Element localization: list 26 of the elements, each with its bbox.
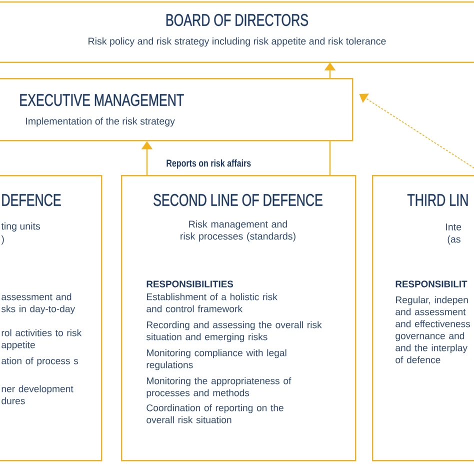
- heading: DEFENCE: [2, 194, 61, 206]
- bullet-text: ner development dures: [2, 385, 74, 404]
- arrow: [359, 94, 474, 170]
- bullet-text: ation of process s: [2, 357, 78, 366]
- bullet-text: Monitoring compliance with legal regulations: [146, 349, 286, 370]
- bullet-text: Coordination of reporting on the overall risk situation: [146, 404, 284, 424]
- description: Implementation of the risk strategy: [26, 117, 175, 127]
- bullet-text: rol activities to risk appetite: [2, 329, 82, 350]
- description: ): [1, 235, 4, 245]
- section-heading: RESPONSIBILITIES: [146, 280, 234, 288]
- description: (as: [448, 235, 460, 245]
- bullet-text: assessment and sks in day-to-day: [1, 293, 76, 314]
- heading: SECOND LINE OF DEFENCE: [154, 194, 322, 206]
- bullet-text: Recording and assessing the overall risk situation and emerging risks: [146, 321, 322, 342]
- description: Risk policy and risk strategy including risk appetite and risk tolerance: [88, 37, 386, 47]
- heading: BOARD OF DIRECTORS: [166, 14, 308, 26]
- section-heading: RESPONSIBILIT: [396, 280, 468, 288]
- description: Inte: [446, 224, 462, 230]
- bullet-text: Establishment of a holistic risk and control framework: [146, 293, 278, 312]
- edge-label: Reports on risk affairs: [166, 159, 251, 169]
- heading: THIRD LIN: [407, 194, 468, 206]
- description: ting units: [1, 222, 40, 232]
- description: Risk management and risk processes (standards): [180, 220, 296, 242]
- heading: EXECUTIVE MANAGEMENT: [20, 94, 184, 106]
- bullet-text: Monitoring the appropriateness of processes and methods: [146, 377, 292, 398]
- bullet-text: Regular, indepen and assessment and effectiveness governance and and the interplay of defence: [396, 296, 470, 364]
